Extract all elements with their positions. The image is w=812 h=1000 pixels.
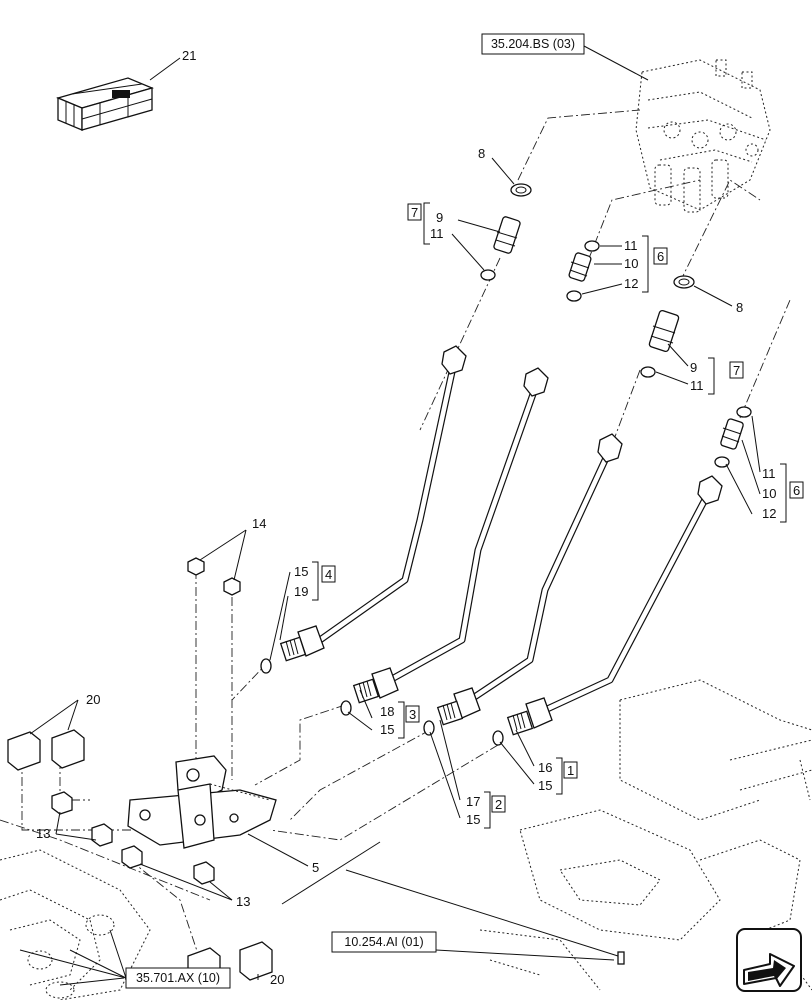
support-bracket-illustration xyxy=(127,755,277,849)
lift-linkage-illustration xyxy=(0,849,151,1000)
callout-10: 10 xyxy=(762,486,776,501)
callout-12: 12 xyxy=(762,506,776,521)
callout-13: 13 xyxy=(36,826,50,841)
callout-11: 11 xyxy=(624,238,638,253)
callout-20: 20 xyxy=(270,972,284,987)
callout-12: 12 xyxy=(624,276,638,291)
callout-15: 15 xyxy=(466,812,480,827)
box-4: 4 xyxy=(325,567,332,582)
lower-o-rings xyxy=(260,658,504,746)
box-6: 6 xyxy=(793,483,800,498)
callout-9: 9 xyxy=(436,210,443,225)
svg-text:35.204.BS (03): 35.204.BS (03) xyxy=(491,37,575,51)
callout-5: 5 xyxy=(312,860,319,875)
pipe-nuts-top xyxy=(441,345,723,505)
ref-box-grease-fitting[interactable]: 10.254.AI (01) xyxy=(331,931,437,953)
hydraulic-pipes xyxy=(316,354,714,714)
callout-8: 8 xyxy=(478,146,485,161)
hex-spacers-and-nuts xyxy=(7,729,273,987)
box-1: 1 xyxy=(567,763,574,778)
box-2: 2 xyxy=(495,797,502,812)
callout-15: 15 xyxy=(294,564,308,579)
callout-11: 11 xyxy=(690,378,704,393)
leader-lines xyxy=(19,45,761,986)
callout-16: 16 xyxy=(538,760,552,775)
svg-text:10.254.AI (01): 10.254.AI (01) xyxy=(344,935,423,949)
crate-kit-illustration xyxy=(56,77,154,131)
callout-18: 18 xyxy=(380,704,394,719)
callout-labels: 21 8 9 11 7 11 10 12 6 8 9 11 7 11 10 12… xyxy=(36,48,804,987)
next-page-button[interactable] xyxy=(736,928,802,992)
callout-13: 13 xyxy=(236,894,250,909)
svg-text:35.701.AX (10): 35.701.AX (10) xyxy=(136,971,220,985)
callout-15: 15 xyxy=(380,722,394,737)
callout-17: 17 xyxy=(466,794,480,809)
callout-10: 10 xyxy=(624,256,638,271)
flange-nuts xyxy=(187,557,241,596)
next-page-arrow-icon xyxy=(736,928,802,992)
callout-11: 11 xyxy=(762,466,776,481)
callout-21: 21 xyxy=(182,48,196,63)
callout-19: 19 xyxy=(294,584,308,599)
box-7: 7 xyxy=(733,363,740,378)
callout-15: 15 xyxy=(538,778,552,793)
callout-11: 11 xyxy=(430,226,444,241)
ref-box-valve[interactable]: 35.204.BS (03) xyxy=(481,33,585,55)
control-valve-illustration xyxy=(635,59,771,213)
box-6: 6 xyxy=(657,249,664,264)
callout-8: 8 xyxy=(736,300,743,315)
assembly-centerlines xyxy=(0,109,791,961)
pipe-end-fittings xyxy=(279,625,553,736)
callout-14: 14 xyxy=(252,516,266,531)
callout-20: 20 xyxy=(86,692,100,707)
box-7: 7 xyxy=(411,205,418,220)
valve-fittings xyxy=(480,183,752,468)
callout-9: 9 xyxy=(690,360,697,375)
box-3: 3 xyxy=(409,707,416,722)
ref-box-linkage[interactable]: 35.701.AX (10) xyxy=(125,967,231,989)
grease-fitting-illustration xyxy=(617,951,625,965)
